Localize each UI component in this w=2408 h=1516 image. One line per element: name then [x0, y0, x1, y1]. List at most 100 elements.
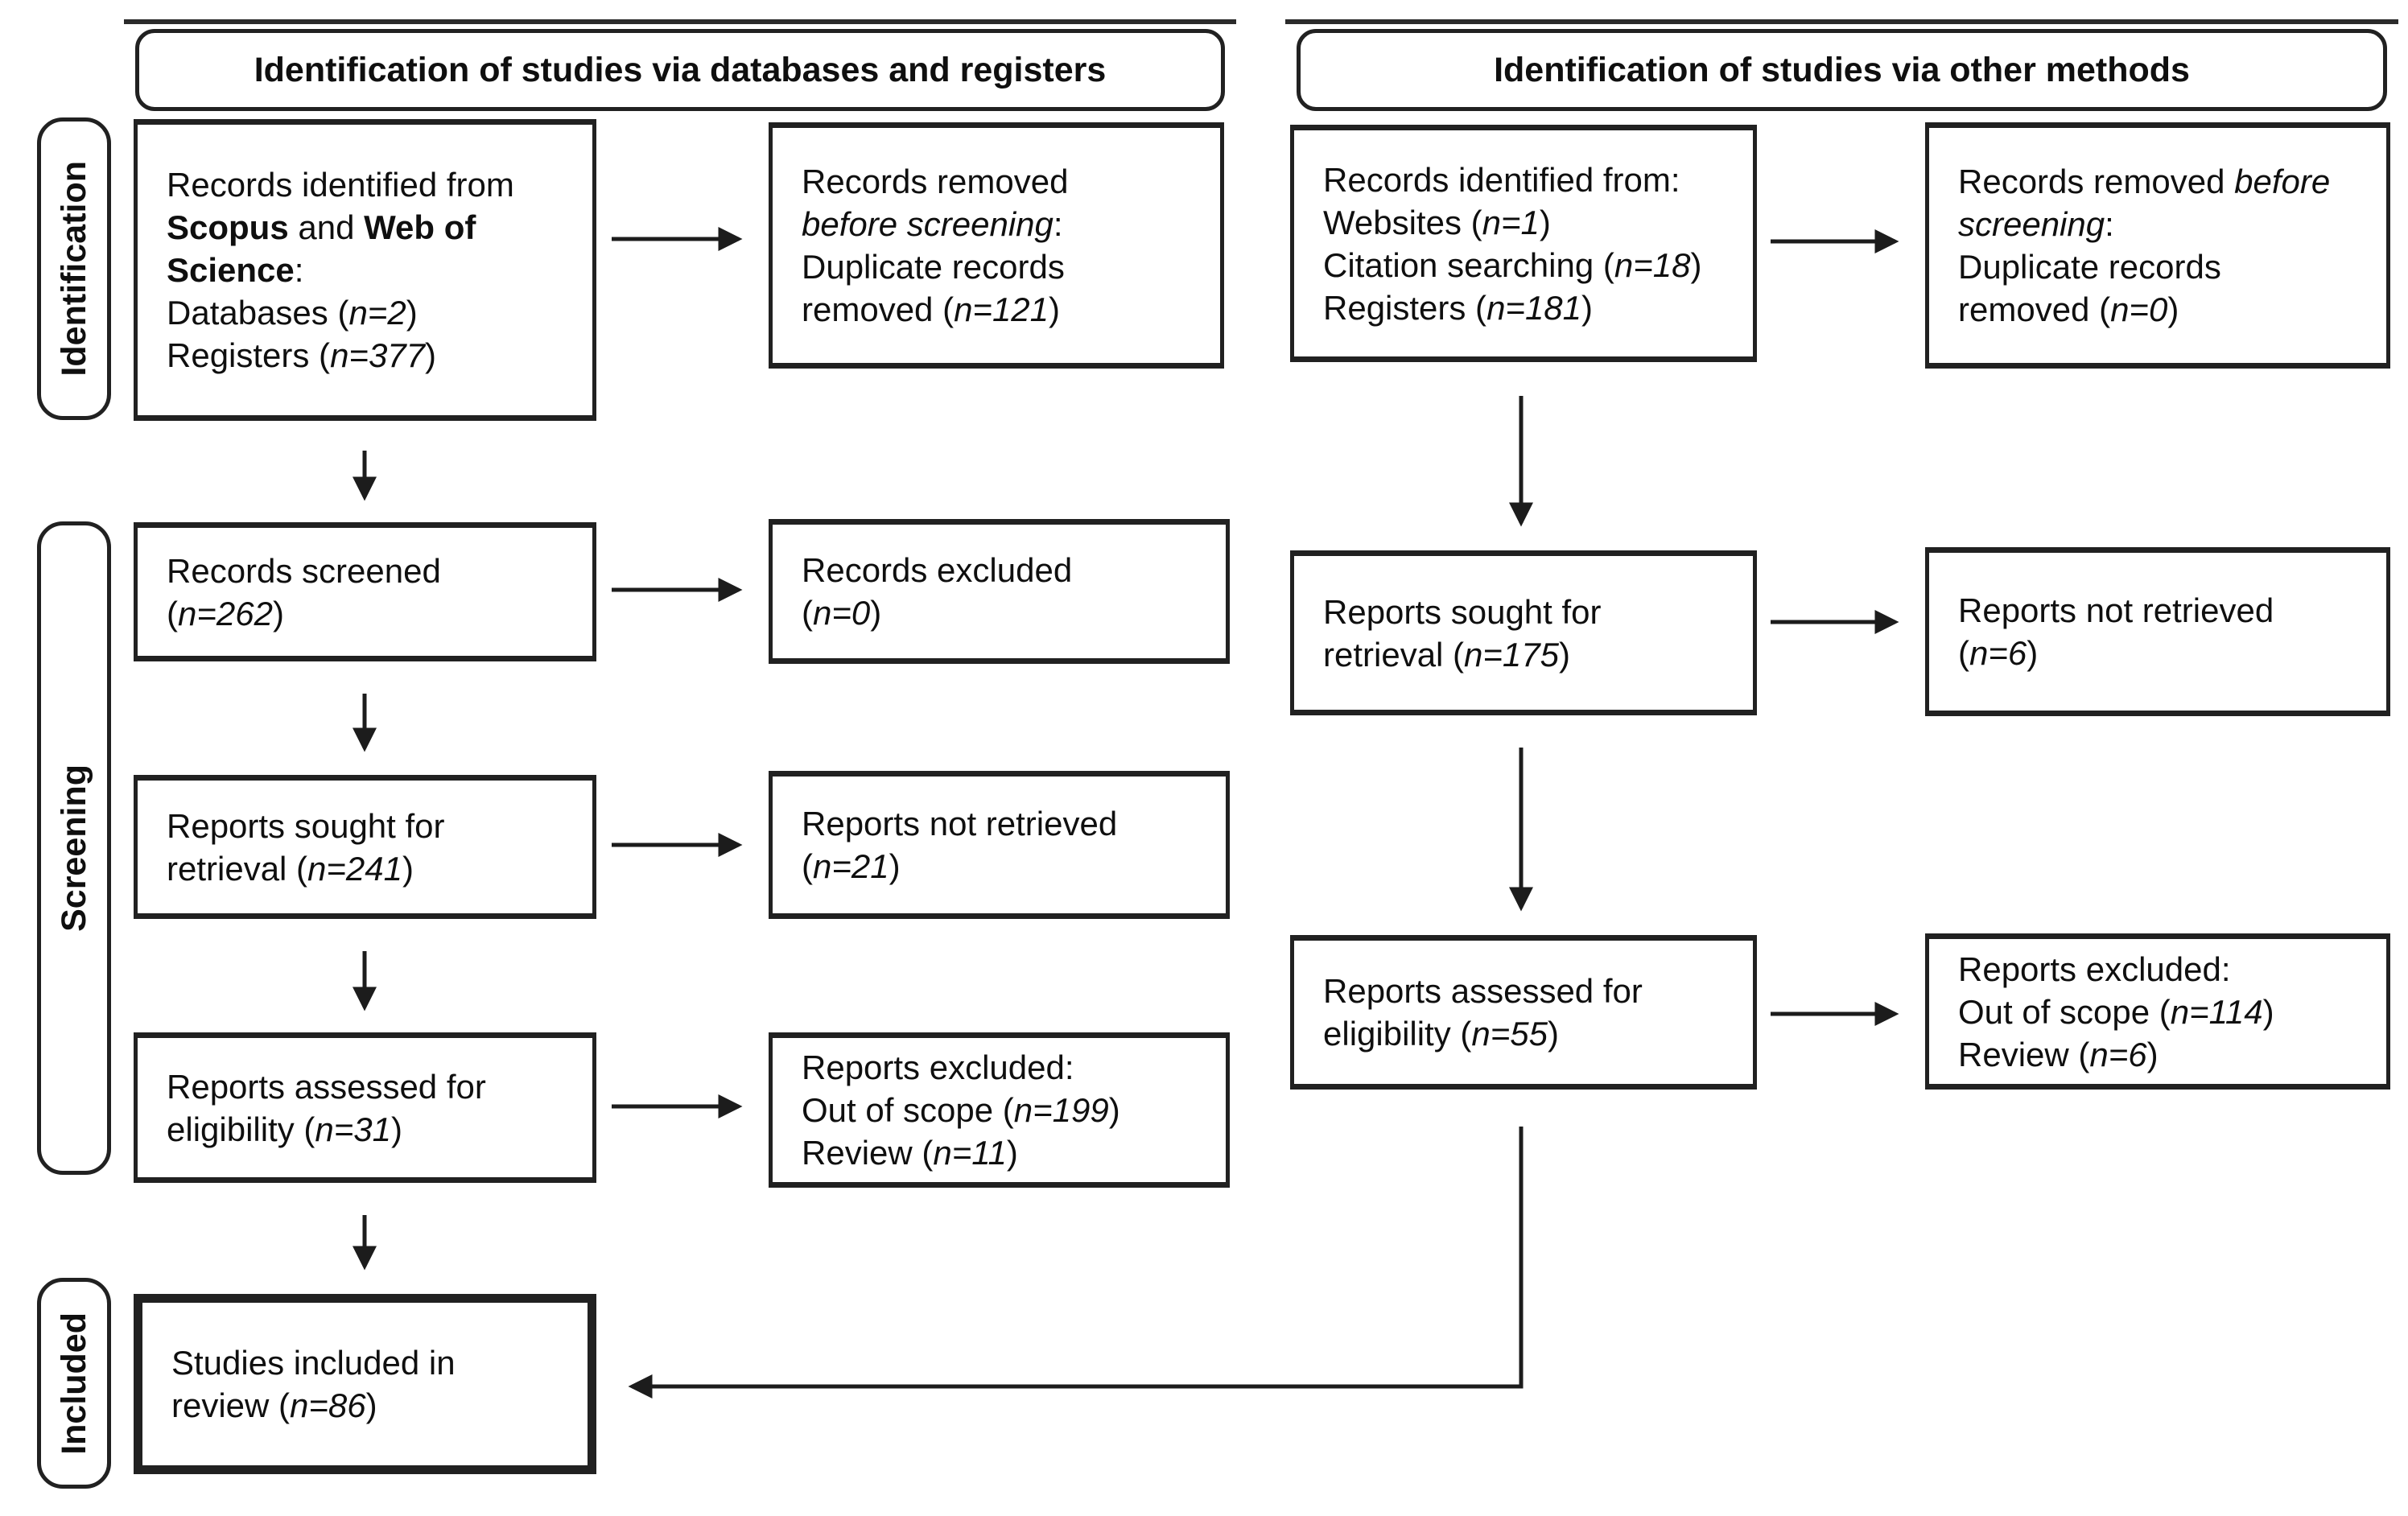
text-segment: ): [2262, 992, 2274, 1031]
text-line: Scopus and Web of: [167, 206, 578, 249]
text-line: eligibility (n=55): [1323, 1012, 1738, 1055]
text-segment: and: [288, 208, 365, 246]
text-line: Review (n=11): [802, 1131, 1211, 1174]
text-segment: eligibility (: [167, 1110, 315, 1148]
text-segment: n=55: [1471, 1015, 1548, 1053]
text-segment: (: [802, 594, 813, 632]
text-segment: Reports assessed for: [1323, 972, 1643, 1010]
text-segment: Review (: [1958, 1035, 2090, 1073]
text-line: Out of scope (n=199): [802, 1089, 1211, 1131]
text-line: Reports excluded:: [802, 1046, 1211, 1089]
text-line: removed (n=121): [802, 288, 1206, 331]
text-segment: ): [2146, 1035, 2159, 1073]
text-segment: ): [1548, 1015, 1559, 1053]
text-segment: ): [1006, 1134, 1018, 1172]
text-line: Duplicate records: [802, 245, 1206, 288]
text-segment: n=2: [348, 294, 406, 332]
text-segment: Citation searching (: [1323, 245, 1614, 284]
text-line: retrieval (n=241): [167, 847, 578, 890]
text-segment: review (: [171, 1386, 291, 1424]
text-segment: removed (: [1958, 290, 2111, 328]
text-segment: screening: [1958, 205, 2105, 243]
text-segment: Studies included in: [171, 1344, 456, 1382]
text-segment: ): [2027, 634, 2039, 672]
text-segment: Registers (: [1323, 288, 1487, 327]
text-segment: (: [167, 594, 178, 632]
text-segment: n=181: [1486, 288, 1582, 327]
text-segment: n=377: [330, 336, 426, 374]
stage-label-screening: Screening: [37, 521, 111, 1175]
stage-label-identification: Identification: [37, 117, 111, 420]
text-line: Reports excluded:: [1958, 948, 2372, 991]
text-segment: retrieval (: [167, 849, 308, 888]
text-segment: Science: [167, 251, 295, 289]
text-line: Studies included in: [171, 1341, 573, 1384]
text-segment: Records screened: [167, 551, 441, 590]
text-line: Review (n=6): [1958, 1033, 2372, 1076]
text-segment: n=0: [2110, 290, 2168, 328]
text-line: (n=0): [802, 591, 1211, 634]
text-segment: ): [1559, 635, 1571, 674]
text-line: Databases (n=2): [167, 291, 578, 334]
text-line: screening:: [1958, 203, 2372, 245]
text-segment: Duplicate records: [802, 248, 1065, 286]
text-line: Reports assessed for: [1323, 970, 1738, 1012]
text-segment: n=11: [933, 1134, 1007, 1172]
text-segment: Duplicate records: [1958, 248, 2221, 286]
text-line: (n=262): [167, 592, 578, 635]
text-segment: Records identified from: [167, 166, 514, 204]
text-segment: Websites (: [1323, 203, 1482, 241]
box-reports-not-retrieved-databases: Reports not retrieved(n=21): [769, 771, 1230, 919]
text-segment: n=175: [1464, 635, 1560, 674]
text-segment: Reports assessed for: [167, 1067, 486, 1106]
stage-label-identification-text: Identification: [54, 161, 93, 377]
text-segment: Databases (: [167, 294, 349, 332]
text-segment: before screening: [802, 205, 1054, 243]
text-line: Registers (n=377): [167, 334, 578, 377]
box-reports-excluded-databases: Reports excluded:Out of scope (n=199)Rev…: [769, 1032, 1230, 1188]
text-line: retrieval (n=175): [1323, 633, 1738, 676]
text-segment: ): [870, 594, 882, 632]
text-segment: Records identified from:: [1323, 160, 1680, 199]
text-line: Citation searching (n=18): [1323, 244, 1738, 286]
text-segment: ): [365, 1386, 377, 1424]
box-records-identified-other: Records identified from:Websites (n=1)Ci…: [1290, 125, 1757, 362]
text-segment: Registers (: [167, 336, 331, 374]
arrow-om-assessed-to-included: [628, 1127, 1524, 1399]
text-segment: Reports sought for: [167, 806, 445, 845]
text-segment: Reports excluded:: [1958, 950, 2231, 988]
text-line: Reports not retrieved: [1958, 589, 2372, 632]
text-segment: n=6: [2089, 1035, 2147, 1073]
text-line: Records removed before: [1958, 160, 2372, 203]
box-reports-not-retrieved-other: Reports not retrieved(n=6): [1925, 547, 2390, 716]
text-segment: ): [889, 847, 901, 885]
text-line: Records screened: [167, 550, 578, 592]
text-segment: n=1: [1482, 203, 1540, 241]
text-segment: Reports excluded:: [802, 1048, 1074, 1086]
header-other-methods: Identification of studies via other meth…: [1297, 29, 2387, 111]
text-line: Records identified from: [167, 163, 578, 206]
text-line: Records identified from:: [1323, 159, 1738, 201]
text-segment: ): [272, 594, 284, 632]
text-segment: :: [2105, 205, 2114, 243]
text-segment: ): [1049, 290, 1061, 328]
text-segment: :: [294, 251, 304, 289]
text-segment: (: [802, 847, 813, 885]
box-records-excluded: Records excluded(n=0): [769, 519, 1230, 664]
text-line: (n=6): [1958, 632, 2372, 674]
text-segment: Records excluded: [802, 551, 1073, 589]
text-line: Reports sought for: [1323, 591, 1738, 633]
text-segment: n=31: [315, 1110, 391, 1148]
text-line: eligibility (n=31): [167, 1108, 578, 1151]
text-line: Websites (n=1): [1323, 201, 1738, 244]
text-segment: n=241: [307, 849, 403, 888]
text-segment: ): [425, 336, 437, 374]
